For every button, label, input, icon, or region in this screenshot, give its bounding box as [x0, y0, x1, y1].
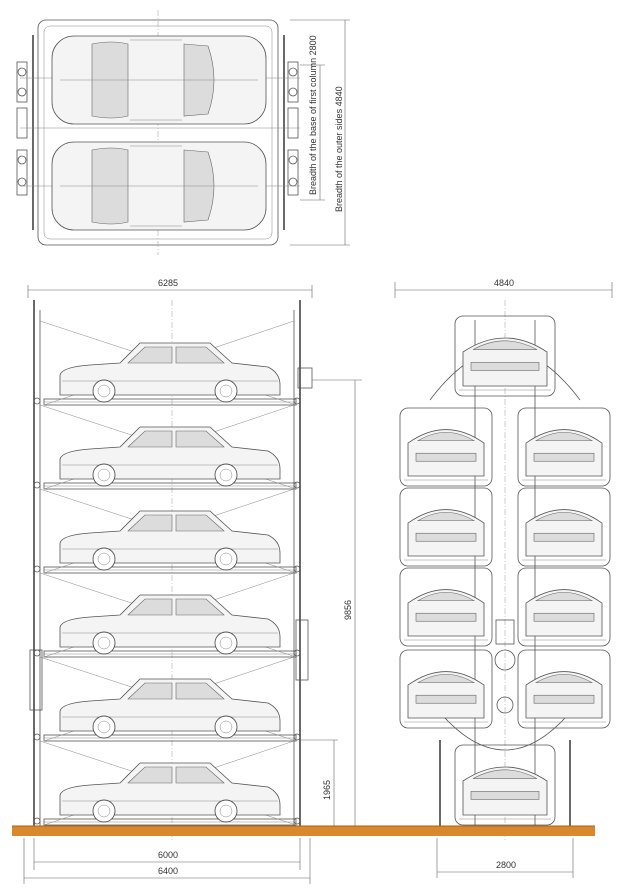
plan-car-lower	[51, 141, 267, 231]
side-level	[33, 488, 301, 574]
front-pallet	[517, 567, 611, 647]
front-pallet	[517, 487, 611, 567]
front-pallet	[454, 315, 556, 397]
dim-side-height-bottom: 1965	[322, 780, 332, 800]
plan-car-upper	[51, 35, 267, 125]
dim-front-width-top: 4840	[494, 278, 514, 288]
side-view: 6285 9856 1965 6000 6400	[23, 278, 362, 884]
front-pallets	[399, 315, 611, 826]
front-pallet	[517, 649, 611, 729]
side-level	[33, 404, 301, 490]
dim-side-base-outer: 6400	[158, 866, 178, 876]
side-level	[33, 572, 301, 658]
plan-left-hardware	[16, 61, 28, 196]
dim-side-width-top: 6285	[158, 278, 178, 288]
label-base-breadth: Breadth of the base of first column 2800	[308, 35, 318, 195]
dim-front-base: 2800	[496, 860, 516, 870]
label-outer-breadth: Breadth of the outer sides 4840	[334, 86, 344, 212]
dim-side-base-inner: 6000	[158, 850, 178, 860]
front-pallet	[399, 487, 493, 567]
motor-block	[495, 619, 515, 645]
front-pallet	[399, 567, 493, 647]
plan-right-hardware	[287, 61, 299, 196]
front-pallet	[399, 649, 493, 729]
side-level	[33, 320, 301, 406]
front-view: 4840 2800	[394, 278, 613, 878]
front-pallet	[517, 407, 611, 487]
front-pallet	[399, 407, 493, 487]
side-levels	[33, 320, 301, 826]
front-pallet	[454, 744, 556, 826]
ground-strip	[12, 826, 595, 836]
plan-view: Breadth of the base of first column 2800…	[16, 10, 350, 255]
drive-gear	[496, 696, 514, 714]
motor-gear	[494, 649, 516, 671]
side-level	[33, 740, 301, 826]
side-level	[33, 656, 301, 742]
dim-side-height-total: 9856	[343, 600, 353, 620]
